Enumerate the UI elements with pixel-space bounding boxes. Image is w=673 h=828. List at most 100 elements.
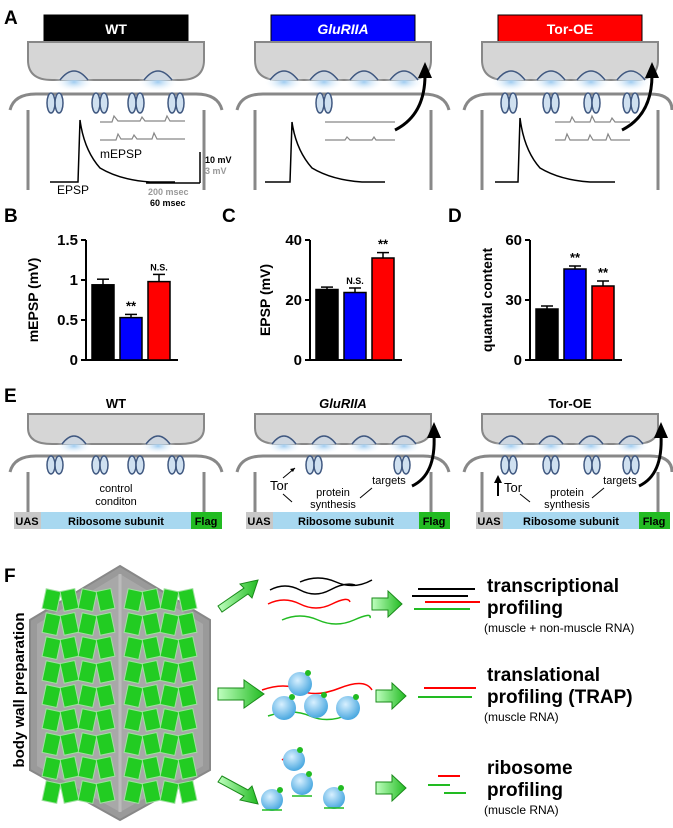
ribosome-icon: [304, 694, 328, 718]
header-gluriia-label: GluRIIA: [317, 21, 368, 37]
muscle-fiber: [141, 587, 162, 612]
muscle-fiber: [159, 660, 180, 685]
mepsp-trace-wt-2: [100, 131, 185, 141]
scale-60ms: 60 msec: [150, 198, 186, 208]
muscle-fiber: [159, 708, 180, 733]
control-label-2: conditon: [95, 496, 137, 508]
significance-label: N.S.: [150, 262, 168, 272]
muscle-fiber: [41, 588, 62, 613]
y-tick-label: 0.5: [57, 312, 78, 329]
y-axis-label: mEPSP (mV): [25, 258, 41, 343]
e-arrow-toroe: [638, 434, 663, 488]
muscle-fiber: [59, 683, 80, 708]
muscle-fiber: [59, 659, 80, 684]
muscle-fiber: [95, 779, 116, 804]
bar: [119, 316, 143, 361]
reads-translational: [418, 687, 476, 698]
y-tick-label: 1.5: [57, 232, 78, 249]
significance-label: **: [378, 237, 389, 252]
muscle-fiber: [59, 779, 80, 804]
muscle-fiber: [77, 588, 98, 613]
muscle-fiber: [77, 612, 98, 637]
e-synapse-wt: control conditon: [8, 413, 224, 512]
tor-label-toroe: Tor: [504, 480, 523, 495]
muscle-fiber: [123, 588, 144, 613]
e-arrow-gluriia: [411, 434, 436, 488]
panel-f: body wall preparation: [11, 564, 634, 822]
y-axis-label: quantal content: [479, 248, 495, 353]
targets-label-toroe: targets: [603, 475, 637, 487]
muscle-fiber: [141, 779, 162, 804]
reads-ribosome: [428, 775, 466, 794]
ribosome-subunit-label: Ribosome subunit: [68, 516, 164, 528]
ribosome-icon: [283, 749, 305, 771]
tor-label-gluriia: Tor: [270, 478, 289, 493]
y-tick-label: 0: [514, 352, 522, 369]
muscle-fiber: [95, 707, 116, 732]
muscle-fiber: [41, 708, 62, 733]
bar: [343, 291, 367, 361]
significance-label: **: [126, 298, 137, 313]
muscle-fiber: [141, 611, 162, 636]
construct-bar-wt: UAS Ribosome subunit Flag: [14, 512, 222, 529]
uas-label: UAS: [477, 516, 500, 528]
rna-wiggles: [267, 577, 373, 625]
translational-title: translational: [487, 665, 600, 686]
header-toroe-label: Tor-OE: [547, 21, 593, 37]
muscle-fiber: [123, 756, 144, 781]
compensation-arrow-gluriia: [394, 74, 427, 132]
muscle-fiber: [177, 611, 198, 636]
muscle-fiber: [41, 612, 62, 637]
muscle-fiber: [95, 731, 116, 756]
bar: [91, 284, 115, 361]
epsp-label: EPSP: [57, 183, 89, 197]
uas-label: UAS: [15, 516, 38, 528]
uas-label: UAS: [247, 516, 270, 528]
muscle-fiber: [77, 732, 98, 757]
ribosome-icon: [291, 773, 313, 795]
panel-letter-e: E: [4, 386, 17, 407]
muscle-fiber: [123, 732, 144, 757]
panel-e: WT GluRIIA Tor-OE control conditon: [8, 396, 673, 529]
e-synapse-toroe: Tor protein synthesis targets: [462, 413, 673, 512]
panel-a: WT GluRIIA Tor-OE mEPSP EPSP: [8, 14, 673, 208]
epsp-trace-toroe: [495, 117, 615, 183]
panel-letter-d: D: [448, 206, 462, 227]
protein-label-gluriia: protein: [316, 487, 350, 499]
muscle-fiber: [159, 780, 180, 805]
muscle-fiber: [95, 587, 116, 612]
synthesis-label-toroe: synthesis: [544, 499, 590, 511]
muscle-fiber: [159, 684, 180, 709]
bar: [563, 268, 587, 361]
muscle-fiber: [77, 756, 98, 781]
synthesis-label-gluriia: synthesis: [310, 499, 356, 511]
ribosome-icon: [288, 672, 312, 696]
muscle-fiber: [59, 611, 80, 636]
muscle-fiber: [159, 732, 180, 757]
e-title-gluriia: GluRIIA: [319, 396, 367, 411]
muscle-fiber: [123, 684, 144, 709]
panel-letter-c: C: [222, 206, 236, 227]
muscle-fiber: [41, 756, 62, 781]
scale-200ms: 200 msec: [148, 187, 189, 197]
green-arrow-icon: [371, 589, 403, 619]
green-arrow-icon: [217, 579, 259, 613]
muscle-fiber: [41, 732, 62, 757]
muscle-fiber: [59, 731, 80, 756]
muscle-fiber: [123, 660, 144, 685]
targets-label-gluriia: targets: [372, 475, 406, 487]
flag-label: Flag: [423, 516, 446, 528]
body-wall-label: body wall preparation: [11, 612, 28, 767]
trap-title: profiling (TRAP): [487, 687, 633, 708]
muscle-fiber: [77, 780, 98, 805]
ribosome-title: ribosome: [487, 758, 573, 779]
muscle-fiber: [77, 708, 98, 733]
scale-3mv: 3 mV: [205, 166, 227, 176]
muscle-fiber: [59, 587, 80, 612]
ribosome-profiling-title: profiling: [487, 780, 563, 801]
muscle-fiber: [41, 660, 62, 685]
muscle-fiber: [177, 683, 198, 708]
body-wall-preparation: [29, 564, 211, 822]
